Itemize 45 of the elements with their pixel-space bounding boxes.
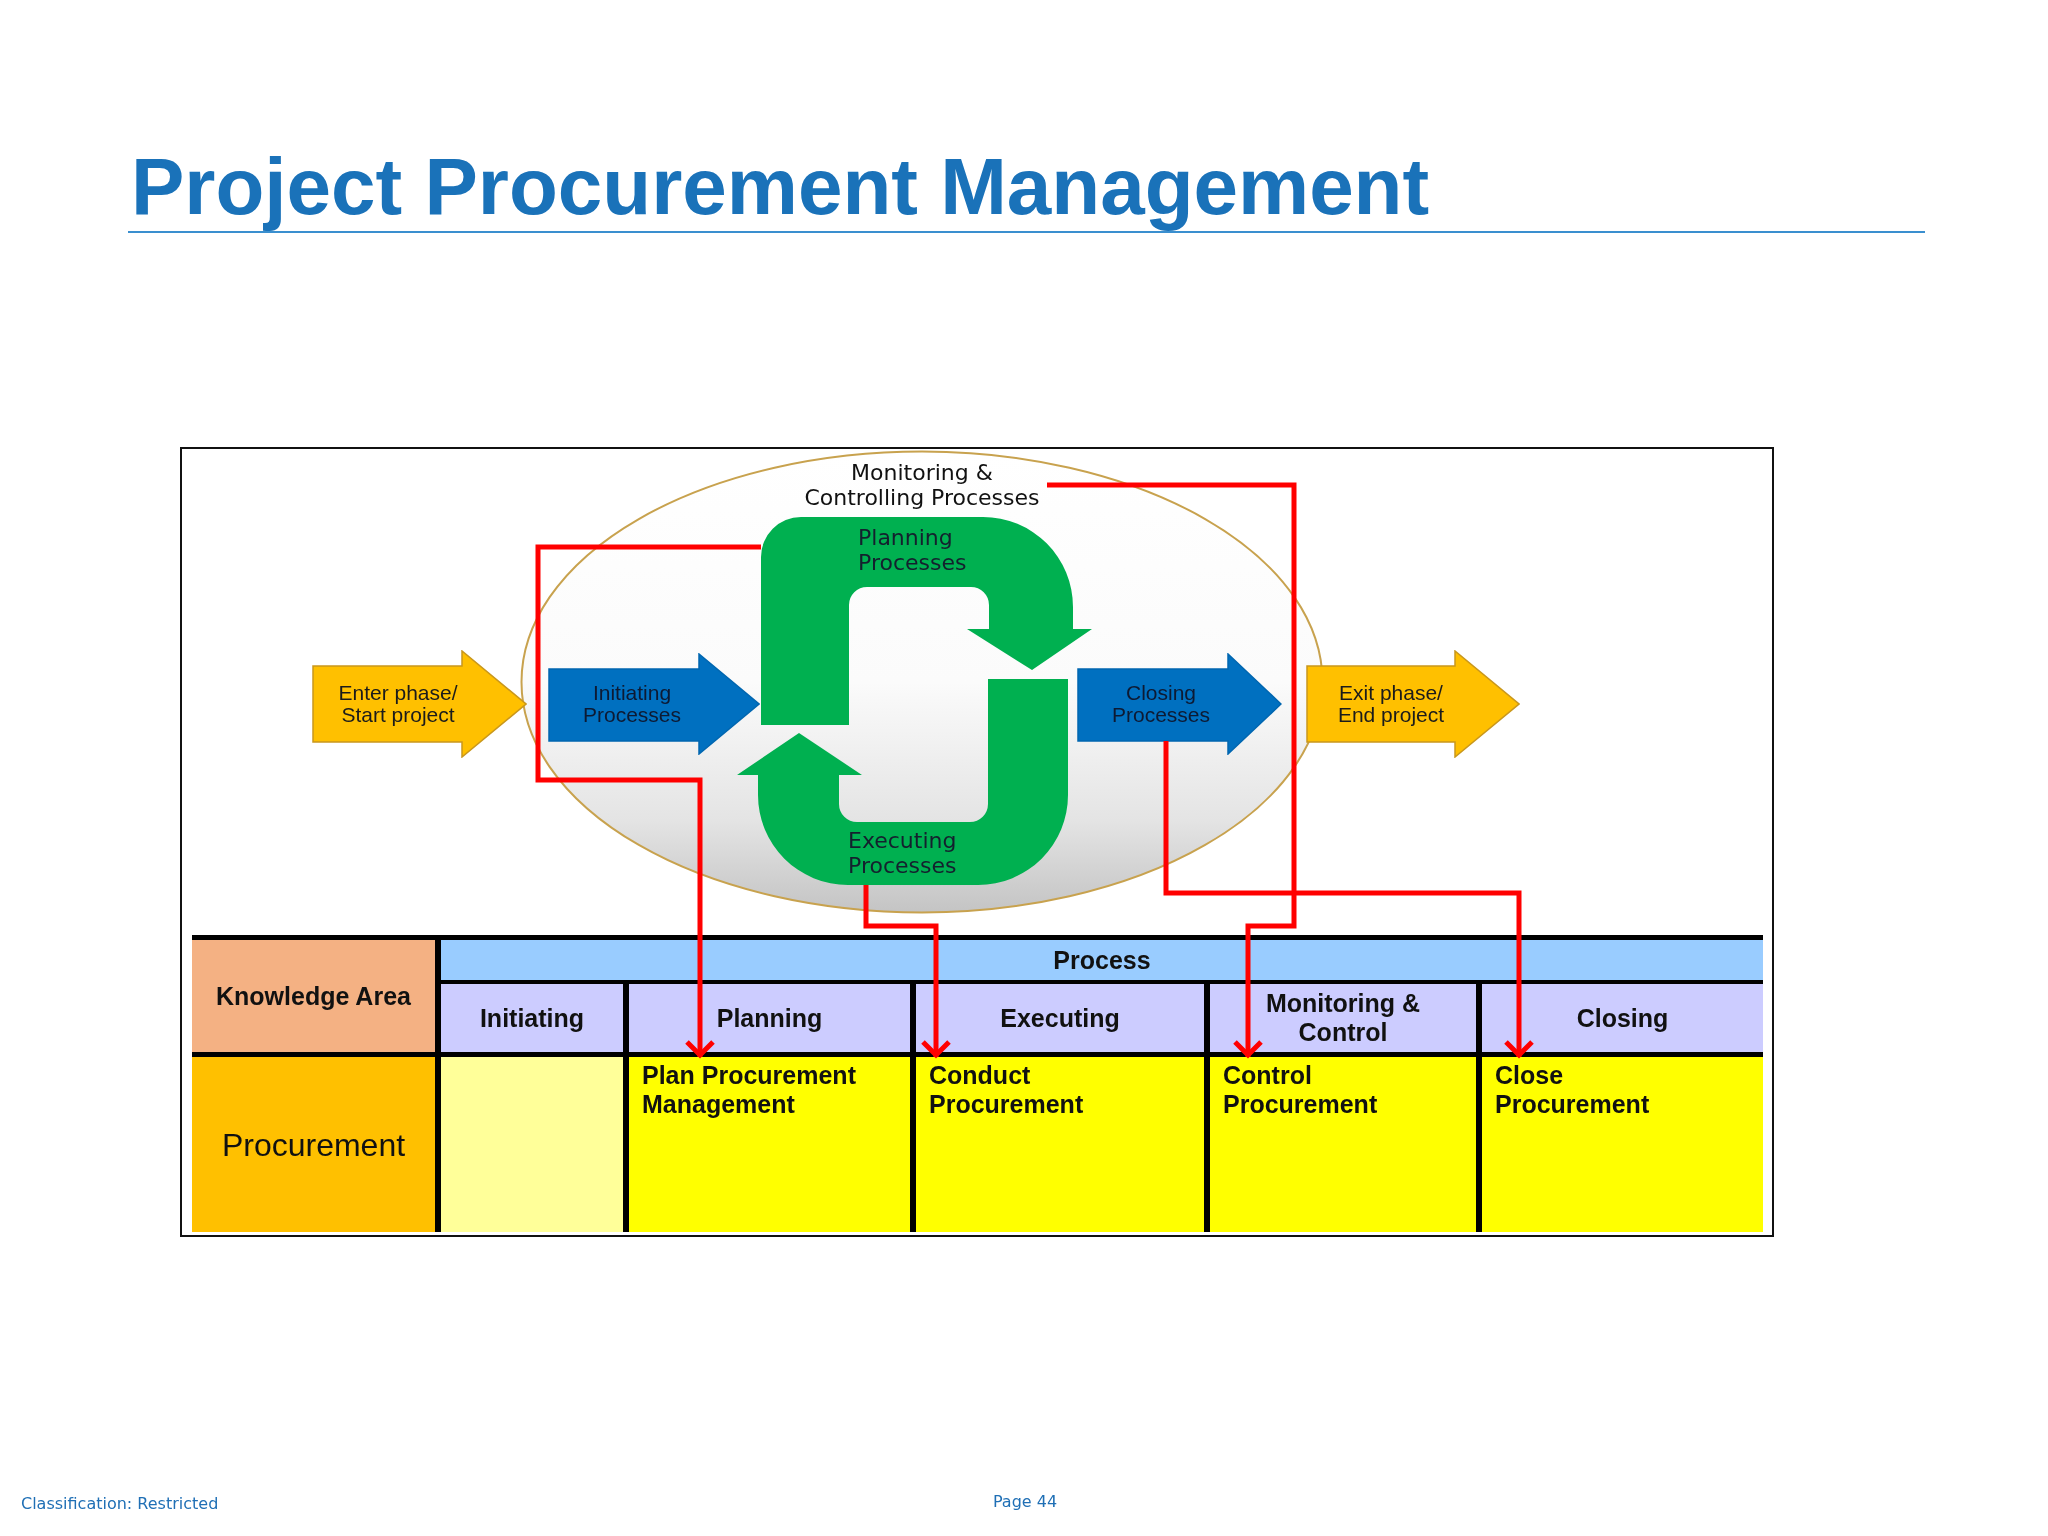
- row-heading: Procurement: [221, 1126, 406, 1163]
- cycle-arrow: [737, 679, 1068, 885]
- process-name: Plan Procurement Management: [642, 1061, 857, 1119]
- process-column: [1482, 984, 1763, 1232]
- process-group-label: Monitoring & Controlling Processes: [797, 460, 1047, 510]
- group-heading: Process: [1053, 945, 1151, 975]
- block-arrow: [312, 650, 527, 758]
- knowledge-area-heading: Knowledge Area: [216, 981, 411, 1011]
- classification-note: Classification: Restricted: [21, 1494, 219, 1514]
- block-arrow: [1077, 653, 1282, 755]
- process-column: [441, 984, 623, 1232]
- row-heading-cell: [192, 1057, 435, 1232]
- arrow-label: Closing Processes: [1110, 682, 1211, 726]
- process-column: [629, 984, 910, 1232]
- knowledge-area-cell: [192, 940, 435, 1052]
- column-heading: Executing: [1000, 1003, 1120, 1033]
- connector-arrow: [1163, 741, 1535, 1058]
- column-heading: Initiating: [479, 1003, 585, 1033]
- connector-arrow: [1047, 482, 1297, 1058]
- process-header-band: [441, 940, 1763, 1232]
- process-cell: [916, 1057, 1204, 1232]
- arrow-label: Planning Processes: [858, 525, 968, 575]
- process-ellipse: [520, 450, 1324, 914]
- block-arrow: [1306, 650, 1520, 758]
- process-name: Conduct Procurement: [929, 1061, 1085, 1119]
- cycle-arrow: [761, 517, 1092, 725]
- arrow-label: Enter phase/ Start project: [337, 682, 459, 726]
- page-number: Page 44: [992, 1492, 1058, 1512]
- column-heading: Monitoring & Control: [1264, 989, 1422, 1047]
- process-name: Control Procurement: [1223, 1061, 1379, 1119]
- arrow-label: Initiating Processes: [581, 682, 682, 726]
- process-cell: [1210, 1057, 1476, 1232]
- column-heading: Planning: [716, 1003, 823, 1033]
- connector-arrow: [535, 544, 761, 1058]
- connector-arrow: [863, 885, 952, 1058]
- process-column: [1210, 984, 1476, 1232]
- process-column: [916, 984, 1204, 1232]
- arrow-label: Exit phase/ End project: [1336, 682, 1446, 726]
- process-name: Close Procurement: [1495, 1061, 1651, 1119]
- column-heading: Closing: [1576, 1003, 1669, 1033]
- process-cell: [629, 1057, 910, 1232]
- block-arrow: [548, 653, 760, 755]
- arrow-label: Executing Processes: [848, 828, 958, 878]
- process-cell: [1482, 1057, 1763, 1232]
- empty-cell: [441, 1057, 623, 1232]
